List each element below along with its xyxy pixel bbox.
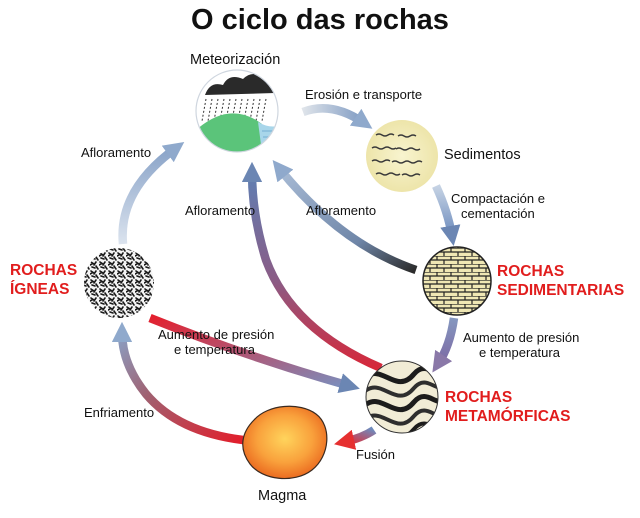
- magma-illustration: [242, 405, 328, 480]
- label-presion-right-line1: Aumento de presión: [463, 330, 580, 345]
- arrow-fusion: [334, 426, 377, 450]
- node-igneas-line1: ROCHAS: [10, 262, 78, 279]
- label-erosion: Erosión e transporte: [305, 87, 423, 102]
- arrow-afloramento-mid: [241, 161, 383, 372]
- label-afloramento-right: Afloramento: [306, 203, 377, 218]
- label-enfriamento: Enfriamento: [84, 405, 155, 420]
- arrow-enfriamento: [111, 321, 244, 445]
- node-meteorizacion-label: Meteorización: [190, 52, 281, 68]
- label-compactacion: Compactación e cementación: [451, 191, 545, 222]
- label-compactacion-line1: Compactación e: [451, 191, 545, 206]
- arrow-presion-right: [432, 317, 459, 373]
- label-presion-left: Aumento de presión e temperatura: [158, 327, 275, 358]
- node-igneas-line2: ÍGNEAS: [10, 280, 70, 298]
- node-sedimentarias-line1: ROCHAS: [497, 263, 565, 280]
- arrow-compactacion: [432, 184, 461, 247]
- arrow-afloramento-left: [118, 142, 185, 245]
- metamorficas-illustration: [366, 361, 438, 433]
- label-presion-left-line2: e temperatura: [174, 341, 255, 357]
- label-presion-right: Aumento de presión e temperatura: [463, 330, 580, 361]
- node-metamorficas-line2: METAMÓRFICAS: [445, 407, 571, 425]
- igneas-illustration: [84, 248, 154, 318]
- label-afloramento-left: Afloramento: [81, 145, 152, 160]
- node-magma-label: Magma: [258, 488, 307, 504]
- node-metamorficas-label: ROCHAS METAMÓRFICAS: [445, 389, 570, 426]
- node-sedimentarias-line2: SEDIMENTARIAS: [497, 281, 625, 299]
- sedimentos-illustration: [366, 120, 438, 192]
- node-metamorficas-line1: ROCHAS: [445, 389, 513, 406]
- meteorizacion-circle: [195, 69, 279, 153]
- label-fusion: Fusión: [356, 447, 396, 462]
- node-sedimentarias-label: ROCHAS SEDIMENTARIAS: [497, 263, 624, 300]
- label-compactacion-line2: cementación: [461, 205, 535, 221]
- sedimentarias-illustration: [422, 246, 492, 316]
- node-igneas-label: ROCHAS ÍGNEAS: [10, 262, 77, 299]
- label-presion-right-line2: e temperatura: [479, 344, 560, 360]
- arrow-presion-left: [148, 314, 360, 394]
- node-sedimentos-label: Sedimentos: [444, 147, 521, 163]
- page-title: O ciclo das rochas: [191, 4, 449, 36]
- label-afloramento-mid: Afloramento: [185, 203, 256, 218]
- arrow-erosion: [301, 104, 373, 129]
- label-presion-left-line1: Aumento de presión: [158, 327, 275, 342]
- arrow-afloramento-right: [272, 160, 418, 275]
